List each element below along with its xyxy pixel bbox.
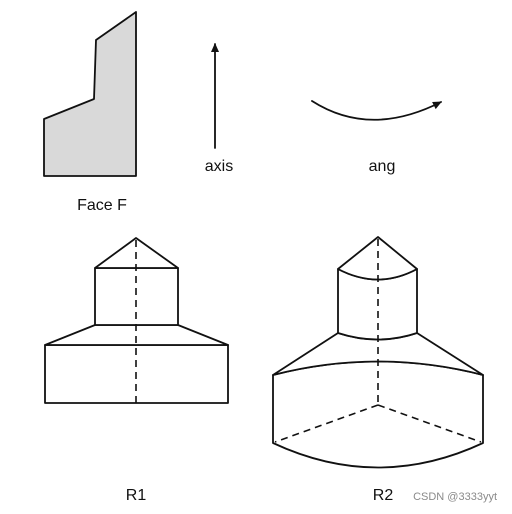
face-f-label: Face F bbox=[77, 197, 127, 214]
watermark-text: CSDN @3333yyt bbox=[413, 491, 497, 503]
r2-solid: R2 bbox=[272, 236, 484, 504]
r2-cone-tip bbox=[337, 236, 418, 281]
angle-group: ang bbox=[311, 100, 442, 175]
r1-solid: R1 bbox=[44, 237, 229, 504]
r2-hidden-edge-right bbox=[377, 404, 482, 443]
axis-group: axis bbox=[205, 43, 233, 175]
r1-label: R1 bbox=[126, 487, 147, 504]
r2-label: R2 bbox=[373, 487, 394, 504]
face-f-shape bbox=[43, 11, 137, 177]
r2-hidden-edge-left bbox=[274, 404, 379, 443]
axis-label: axis bbox=[205, 158, 233, 175]
angle-label: ang bbox=[369, 158, 396, 175]
face-f-group: Face F bbox=[43, 11, 137, 214]
angle-arc-arrow bbox=[311, 100, 442, 121]
